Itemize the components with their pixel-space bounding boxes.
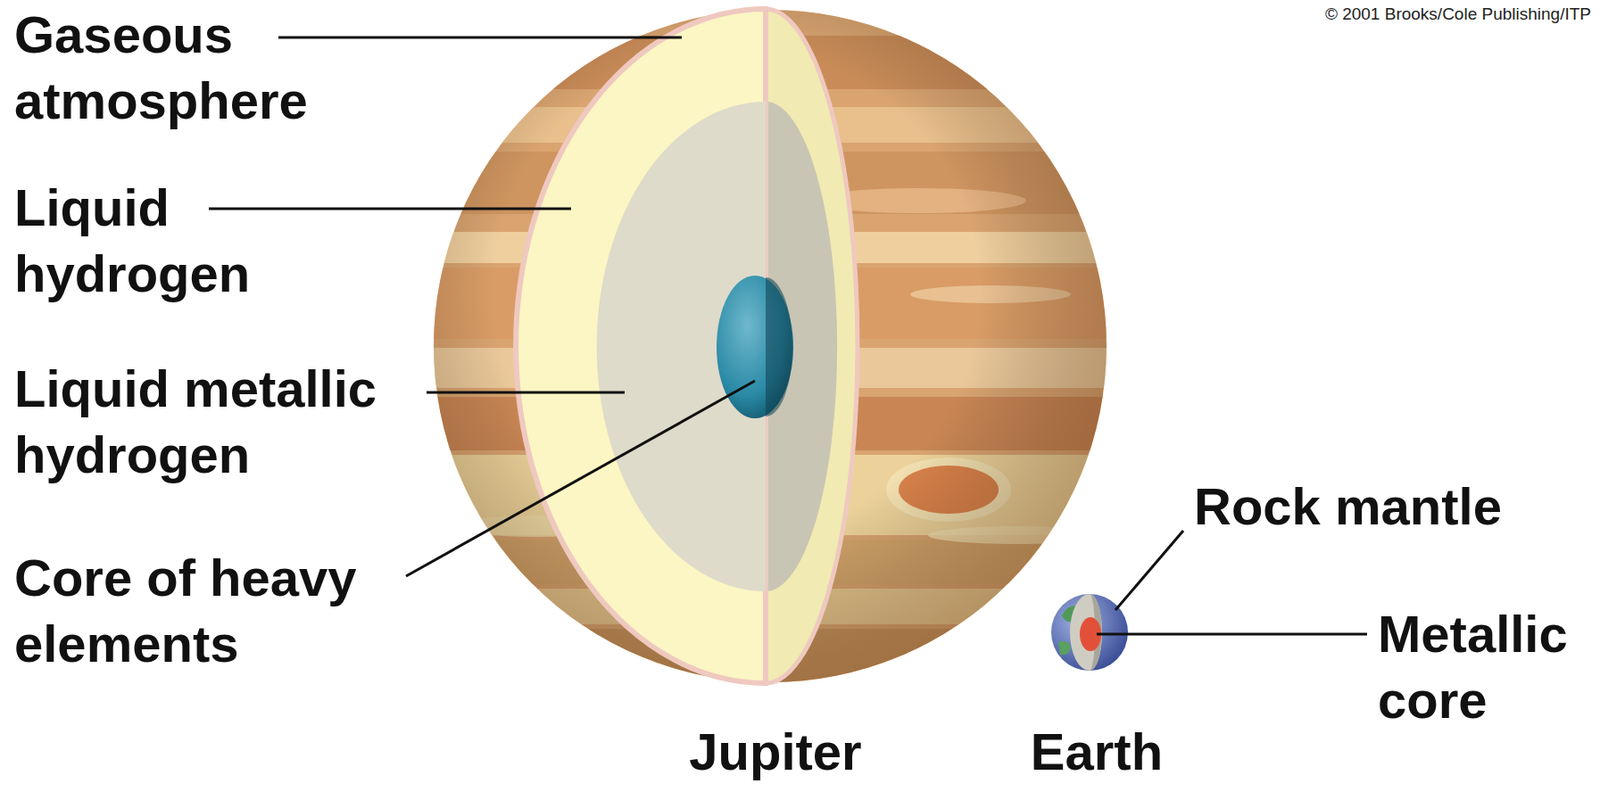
cut-face-right [765, 8, 858, 684]
layer-label: Liquid hydrogen [14, 174, 354, 307]
leader-line [426, 391, 625, 395]
leader-lines [208, 37, 1368, 635]
copyright-note: © 2001 Brooks/Cole Publishing/ITP [1276, 3, 1592, 25]
earth-globe [1051, 594, 1128, 672]
core-shade [765, 277, 793, 417]
leader-line [1115, 530, 1184, 611]
leader-line [278, 36, 682, 40]
leader-line [406, 381, 755, 577]
jupiter-bands [428, 0, 1125, 792]
earth-cut-face [1069, 594, 1103, 672]
layer-label: Rock mantle [1193, 473, 1587, 540]
earth-land [1058, 641, 1071, 655]
planet-name: Jupiter [641, 724, 910, 780]
layer-label: Liquid metallic hydrogen [14, 356, 407, 489]
layer-label: Gaseous atmosphere [14, 1, 354, 134]
metallic-layer-right [765, 101, 838, 592]
leader-line [1096, 633, 1368, 637]
planet-name: Earth [962, 724, 1231, 780]
layer-label: Core of heavy elements [14, 545, 398, 678]
layer-label: Metallic core [1377, 601, 1592, 734]
leader-line [208, 207, 572, 211]
